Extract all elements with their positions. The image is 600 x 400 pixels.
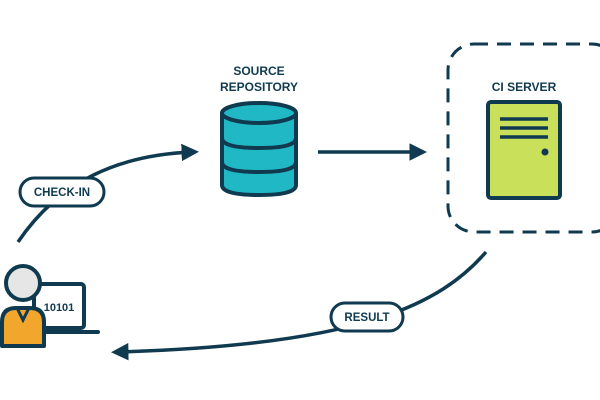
source-repository-label-line1: SOURCE [233, 64, 284, 78]
ci-server-label: CI SERVER [492, 80, 557, 94]
check-in-badge: CHECK-IN [18, 176, 106, 208]
result-label: RESULT [344, 312, 389, 324]
database-icon [220, 101, 298, 197]
laptop-screen [32, 282, 86, 330]
server-icon [486, 100, 562, 200]
laptop-screen-text: 10101 [44, 302, 75, 314]
developer-icon: 10101 [0, 264, 100, 348]
ci-server-container [446, 42, 600, 234]
person-body [0, 306, 46, 348]
source-repository-label-line2: REPOSITORY [220, 80, 298, 94]
person-head [4, 264, 42, 302]
check-in-label: CHECK-IN [34, 187, 90, 199]
result-badge: RESULT [329, 301, 405, 333]
result-arrow [111, 250, 488, 361]
check-in-arrow [16, 143, 199, 243]
